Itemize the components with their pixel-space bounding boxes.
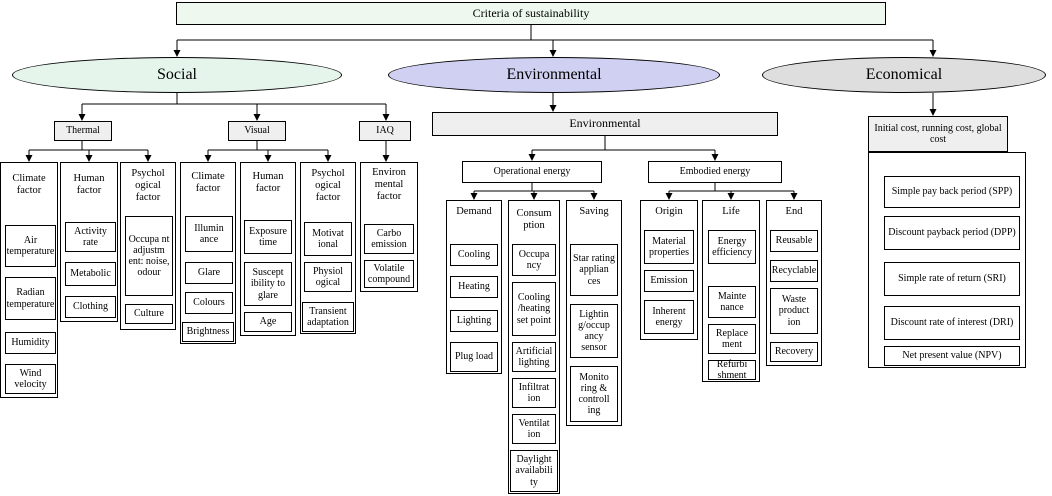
list-item: Energy efficiency — [708, 230, 756, 264]
column-title: Climate factor — [191, 171, 225, 194]
root-node: Criteria of sustainability — [176, 2, 886, 25]
list-item: Activity rate — [65, 222, 116, 252]
column-title: Human factor — [73, 173, 105, 196]
list-item: Discount rate of interest (DRI) — [884, 306, 1020, 340]
list-item: Inherent energy — [644, 300, 694, 334]
list-item: Artificial lighting — [512, 342, 556, 372]
list-item: Colours — [185, 292, 233, 314]
list-item: Waste product ion — [770, 288, 818, 334]
list-item: Recyclable — [770, 260, 818, 282]
list-item: Reusable — [770, 230, 818, 252]
end-column: End — [766, 200, 822, 366]
column-title: Psychol ogical factor — [311, 168, 345, 203]
visual-node: Visual — [228, 121, 286, 141]
column-title: Life — [722, 206, 740, 218]
list-item: Refurbi shment — [708, 359, 756, 381]
list-item: Clothing — [65, 296, 116, 318]
economical-header: Initial cost, running cost, global cost — [868, 116, 1008, 152]
list-item: Metabolic — [65, 262, 116, 286]
list-item: Culture — [125, 304, 173, 324]
column-title: Consum ption — [516, 208, 552, 231]
list-item: Plug load — [450, 342, 498, 372]
list-item: Net present value (NPV) — [884, 346, 1020, 366]
column-title: End — [785, 206, 803, 218]
column-title: Human factor — [252, 171, 284, 194]
list-item: Cooling — [450, 244, 498, 266]
list-item: Air temperature — [5, 225, 56, 267]
column-title: Environ mental factor — [372, 167, 406, 202]
iaq-node: IAQ — [359, 121, 411, 141]
visual-climate-column: Climate factor — [180, 162, 236, 344]
list-item: Cooling /heating set point — [512, 282, 556, 336]
list-item: Age — [244, 312, 292, 332]
list-item: Motivat ional — [304, 222, 352, 256]
social-node: Social — [12, 57, 342, 93]
environmental-header: Environmental — [432, 112, 778, 136]
list-item: Material properties — [644, 230, 694, 264]
column-title: Psychol ogical factor — [131, 168, 165, 203]
list-item: Star rating applian ces — [570, 244, 618, 296]
list-item: Physiol ogical — [304, 262, 352, 292]
list-item: Occupa nt adjustm ent: noise, odour — [125, 216, 173, 296]
list-item: Simple pay back period (SPP) — [884, 176, 1020, 208]
list-item: Heating — [450, 276, 498, 298]
list-item: Brightness — [182, 322, 234, 342]
column-title: Saving — [579, 206, 609, 218]
list-item: Carbo emission — [364, 224, 414, 254]
list-item: Replace ment — [708, 324, 756, 354]
environmental-node: Environmental — [388, 57, 720, 93]
list-item: Infiltrat ion — [512, 378, 556, 408]
list-item: Recovery — [770, 342, 818, 362]
column-title: Demand — [456, 206, 492, 218]
column-title: Origin — [655, 206, 683, 218]
list-item: Glare — [185, 262, 233, 284]
operational-energy-node: Operational energy — [462, 161, 602, 183]
list-item: Lighting — [450, 310, 498, 332]
economical-node: Economical — [762, 57, 1046, 93]
list-item: Exposure time — [244, 220, 292, 254]
list-item: Discount payback period (DPP) — [884, 216, 1020, 250]
list-item: Emission — [644, 270, 694, 292]
list-item: Suscept ibility to glare — [244, 262, 292, 306]
list-item: Transient adaptation — [302, 302, 354, 332]
thermal-node: Thermal — [54, 121, 112, 141]
list-item: Wind velocity — [5, 364, 56, 394]
list-item: Lightin g/occup ancy sensor — [570, 304, 618, 358]
list-item: Daylight availabili ty — [510, 450, 558, 492]
list-item: Volatile compound — [364, 260, 414, 288]
list-item: Mainte nance — [708, 286, 756, 318]
list-item: Monito ring & controll ing — [570, 366, 618, 422]
list-item: Occupa ncy — [512, 244, 556, 276]
embodied-energy-node: Embodied energy — [648, 161, 782, 183]
list-item: Humidity — [5, 332, 56, 354]
list-item: Ventilat ion — [512, 414, 556, 444]
list-item: Simple rate of return (SRI) — [884, 262, 1020, 296]
column-title: Climate factor — [12, 173, 46, 196]
list-item: Radian temperature — [5, 277, 56, 320]
list-item: Illumin ance — [185, 216, 233, 252]
